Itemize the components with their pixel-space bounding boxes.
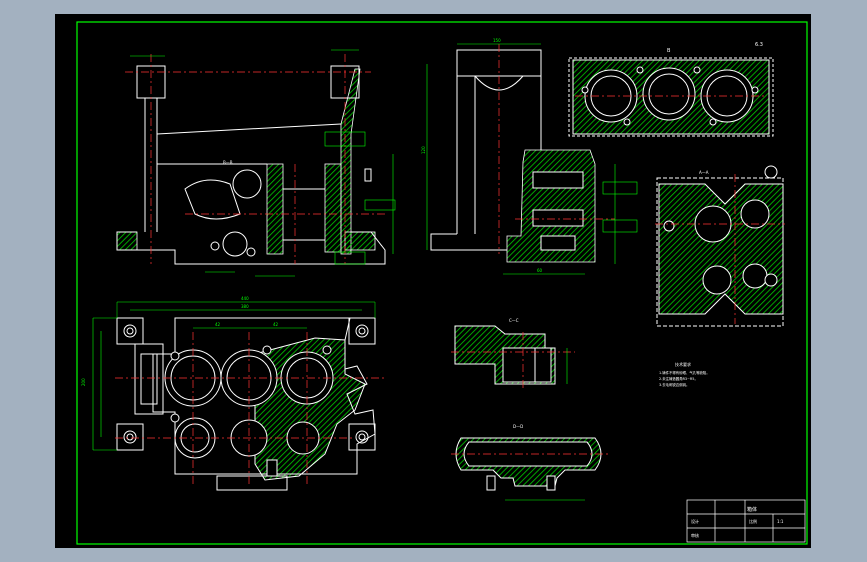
technical-notes-title: 技术要求 [675,361,691,367]
dim-side-height: 120 [421,146,426,154]
title-block-label-c: 比例 [749,518,757,524]
cad-drawing-canvas: 箱体 设计 审核 比例 1:1 B 6.3 A—A C—C D—D B—B 技术… [55,14,811,548]
side-view [426,43,638,275]
dim-side-top-width: 150 [493,38,501,43]
title-block-label-b: 审核 [691,532,699,538]
section-view-dd [451,437,611,501]
section-cc-label: C—C [509,318,519,323]
view-b-label: B [667,48,671,54]
title-block [686,499,806,543]
dim-hole-span: 380 [241,304,249,309]
roughness-symbol: 6.3 [755,42,763,48]
drawing-border [76,21,808,545]
section-view-right [655,165,785,327]
technical-note-3: 3.去毛刺锐边倒钝。 [659,382,689,387]
section-dd-label: D—D [513,424,523,429]
dim-bore-pitch-2: 42 [273,322,279,327]
dim-side-base: 60 [537,268,543,273]
front-view [116,49,396,277]
partial-view-b [568,57,774,137]
section-bb-label: B—B [223,160,233,165]
plan-view [92,301,385,491]
dim-overall-depth: 200 [81,378,86,386]
section-aa-label: A—A [699,170,709,175]
cad-drawing: 箱体 设计 审核 比例 1:1 B 6.3 A—A C—C D—D B—B 技术… [76,21,808,545]
technical-note-1: 1.铸件不得有砂眼、气孔等缺陷。 [659,370,710,375]
title-block-label-a: 设计 [691,518,699,524]
title-block-scale: 1:1 [777,519,784,524]
technical-note-2: 2.未注铸造圆角R3~R5。 [659,376,698,381]
dim-overall-width: 440 [241,296,249,301]
section-view-cc [451,325,575,390]
dim-bore-pitch-1: 42 [215,322,221,327]
title-block-name: 箱体 [747,506,757,513]
